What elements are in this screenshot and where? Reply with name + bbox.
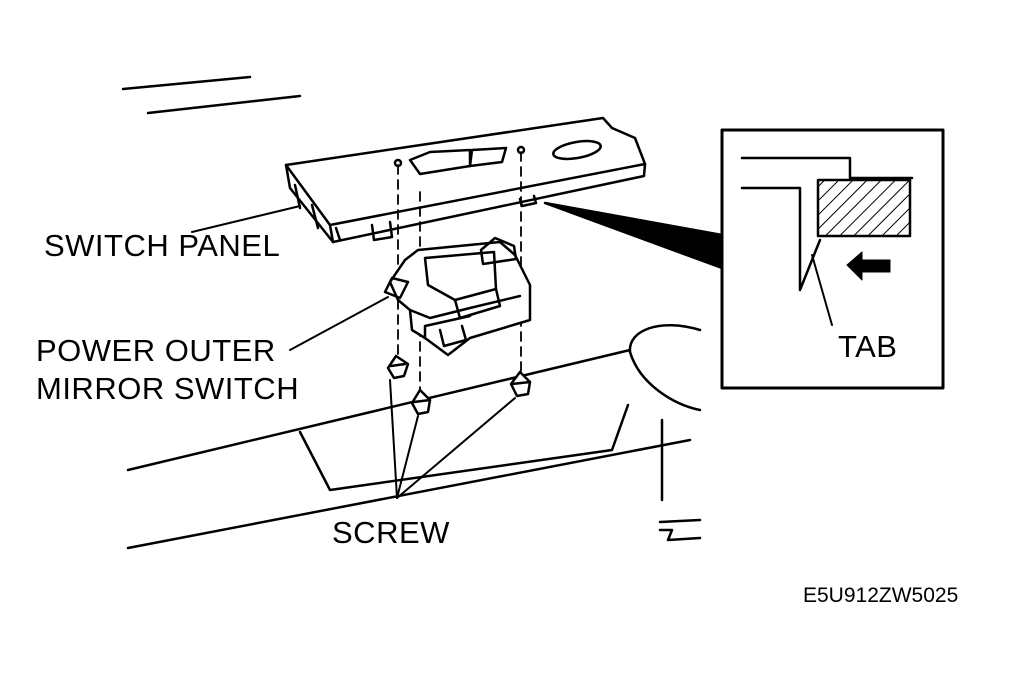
screw-2: [410, 388, 432, 416]
figure-code: E5U912ZW5025: [803, 584, 959, 607]
switch-panel-label: SWITCH PANEL: [44, 228, 281, 263]
arrow-left-icon: [846, 251, 891, 281]
leader-lines: [191, 205, 516, 499]
alignment-lines: [397, 151, 522, 393]
screw-3: [509, 370, 532, 398]
door-trim-lines: [121, 75, 302, 115]
mirror-switch-label-line1: POWER OUTER: [36, 333, 276, 368]
mirror-switch-body: [383, 236, 532, 357]
tab-detail-box: [720, 128, 945, 390]
door-armrest: [126, 324, 702, 550]
screw-1: [386, 354, 410, 380]
tab-label: TAB: [838, 329, 898, 364]
mirror-switch-label-line2: MIRROR SWITCH: [36, 371, 300, 406]
screw-label: SCREW: [332, 515, 450, 550]
callout-pointer: [543, 201, 724, 270]
switch-panel: [284, 116, 647, 244]
